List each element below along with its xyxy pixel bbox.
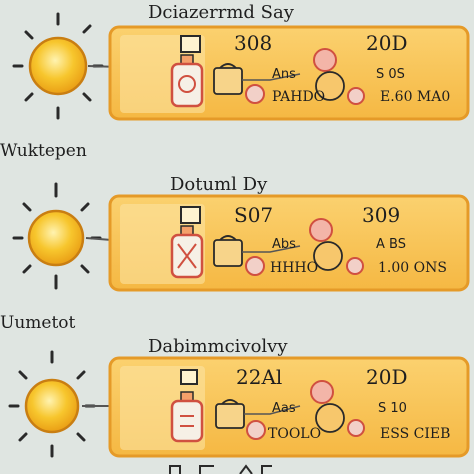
bottle-icon [170, 225, 204, 279]
bottle-icon [170, 54, 204, 108]
row-2-header: Dotuml Dy [170, 174, 268, 195]
row-2-value-b: 309 [362, 203, 400, 227]
row-3-text-a: TOOLO [268, 426, 321, 442]
row-1-value-a: 308 [234, 31, 272, 55]
row-2-small-a: Abs [272, 237, 296, 252]
row-3-header: Dabimmcivolvy [148, 336, 288, 357]
row-3-value-a: 22Al [236, 365, 282, 389]
row-2-text-b: 1.00 ONS [378, 260, 447, 276]
node-icon [310, 380, 365, 437]
row-3-side-label: Uumetot [0, 313, 76, 333]
connector-icon [244, 405, 301, 415]
bag-icon [213, 235, 265, 276]
node-icon [313, 48, 365, 105]
checkbox-icon [180, 369, 198, 385]
sun-icon [12, 12, 104, 120]
bottle-icon [170, 391, 204, 443]
bag-icon [215, 399, 266, 440]
row-2-small-b: A BS [376, 237, 406, 252]
row-2-text-a: HHHO [270, 260, 318, 276]
connector-icon [242, 245, 301, 253]
row-1-text-b: E.60 MA0 [380, 89, 450, 105]
row-3-small-a: Aas [272, 401, 296, 416]
checkbox-icon [180, 35, 201, 53]
row-1-text-a: PAHDO [272, 89, 325, 105]
sun-icon [8, 350, 96, 458]
row-3-small-b: S 10 [378, 401, 407, 416]
bag-icon [213, 63, 265, 104]
node-icon [309, 218, 364, 275]
checkbox-icon [180, 206, 201, 224]
bottom-decoration [169, 464, 272, 474]
row-1-header: Dciazerrmd Say [148, 2, 295, 23]
connector-icon [242, 73, 301, 81]
row-1-small-b: S 0S [376, 67, 405, 82]
row-2-value-a: S07 [234, 203, 273, 227]
sun-icon [12, 182, 102, 290]
row-3-text-b: ESS CIEB [380, 426, 450, 442]
row-1-small-a: Ans [272, 67, 296, 82]
row-3: Dabimmcivolvy 22Al 20D [8, 336, 470, 458]
row-1-value-b: 20D [366, 31, 407, 55]
row-2-side-label: Wuktepen [0, 141, 87, 161]
row-3-value-b: 20D [366, 365, 407, 389]
row-1: Dciazerrmd Say 308 20D [0, 2, 470, 161]
row-2: Dotuml Dy S07 309 [0, 174, 470, 333]
